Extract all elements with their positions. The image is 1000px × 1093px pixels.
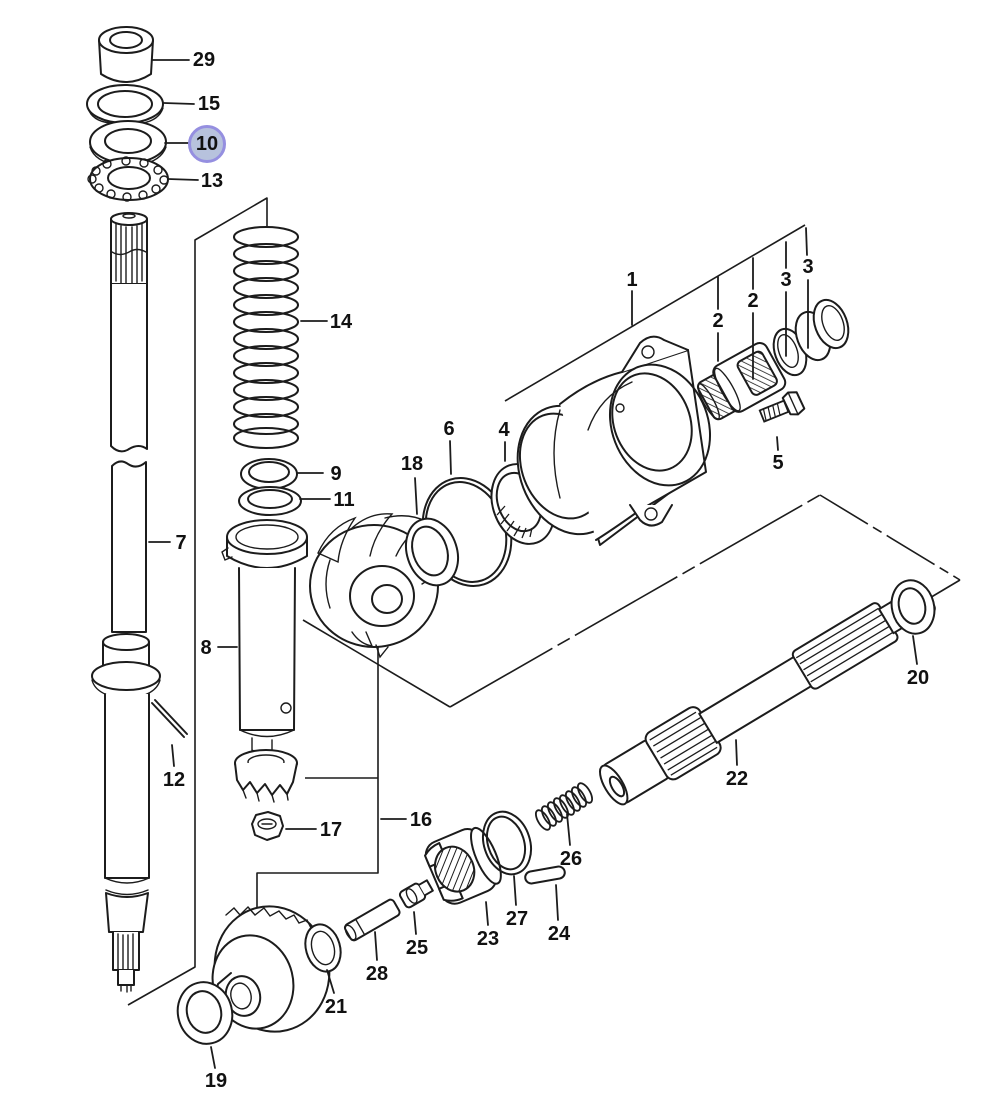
washer-20: [890, 579, 936, 635]
spring-26: [534, 782, 594, 831]
callout-26[interactable]: 26: [560, 848, 582, 870]
callout-2b[interactable]: 2: [747, 290, 758, 312]
seal-3b: [794, 298, 850, 362]
callout-13[interactable]: 13: [201, 170, 223, 192]
ring-9: [240, 458, 298, 490]
pinion-gear: [234, 749, 298, 803]
callout-22[interactable]: 22: [726, 768, 748, 790]
driveshaft-7: [91, 212, 161, 993]
callout-3b[interactable]: 3: [802, 256, 813, 278]
washer-19: [176, 981, 234, 1045]
nut-17: [251, 811, 284, 841]
callout-27[interactable]: 27: [506, 908, 528, 930]
assembly-panel-right: [302, 494, 961, 708]
callout-20[interactable]: 20: [907, 667, 929, 689]
callout-9[interactable]: 9: [330, 463, 341, 485]
callout-11[interactable]: 11: [333, 489, 354, 511]
leader-lines: [148, 59, 918, 1069]
callout-17[interactable]: 17: [320, 819, 342, 841]
push-rod-28: [343, 898, 401, 942]
pin-24: [524, 865, 566, 885]
retainer-ring-27: [481, 810, 533, 876]
callout-15[interactable]: 15: [198, 93, 220, 115]
gearcase-housing-1: [516, 335, 712, 546]
tube-8: [221, 519, 308, 754]
callout-12[interactable]: 12: [163, 769, 185, 791]
callout-14[interactable]: 14: [330, 311, 353, 333]
highlighted-callout-10[interactable]: [188, 125, 226, 163]
callout-7[interactable]: 7: [175, 532, 186, 554]
spring-14: [232, 225, 300, 450]
washer-15: [86, 84, 164, 124]
bushing-29: [98, 26, 154, 83]
callout-5[interactable]: 5: [772, 452, 783, 474]
callout-3a[interactable]: 3: [780, 269, 791, 291]
callout-24[interactable]: 24: [548, 923, 571, 945]
callout-19[interactable]: 19: [205, 1070, 227, 1092]
callout-29[interactable]: 29: [193, 49, 215, 71]
callout-2a[interactable]: 2: [712, 310, 723, 332]
ring-11: [238, 486, 302, 516]
clutch-dog-23: [424, 826, 502, 905]
callout-21[interactable]: 21: [325, 996, 347, 1018]
callout-labels: 29 15 10 13 14 9 11 7 8 12 16 17 19 21 2…: [163, 49, 929, 1092]
spiral-bevel-gear: [309, 513, 453, 659]
assembly-panel-left: [127, 197, 268, 1006]
callout-10[interactable]: 10: [196, 133, 218, 155]
callout-1[interactable]: 1: [626, 269, 637, 291]
bolt-5: [758, 391, 806, 423]
bearing-13: [87, 156, 169, 202]
callout-28[interactable]: 28: [366, 963, 388, 985]
pin-12: [151, 699, 188, 738]
callout-16[interactable]: 16: [410, 809, 432, 831]
oil-seal-18: [405, 517, 459, 587]
callout-18[interactable]: 18: [401, 453, 423, 475]
gear-set-bracket: [256, 637, 379, 911]
callout-23[interactable]: 23: [477, 928, 499, 950]
forward-gear: [211, 905, 331, 1033]
o-ring-21: [304, 923, 342, 973]
prop-shaft-22: [599, 582, 936, 806]
callout-6[interactable]: 6: [443, 418, 454, 440]
callout-8[interactable]: 8: [200, 637, 211, 659]
callout-4[interactable]: 4: [498, 419, 510, 441]
housing-bracket: [504, 224, 806, 402]
plunger-25: [398, 879, 434, 909]
needle-bearing-2c: [736, 350, 778, 396]
highlight-circle[interactable]: [188, 125, 226, 163]
callout-25[interactable]: 25: [406, 937, 428, 959]
